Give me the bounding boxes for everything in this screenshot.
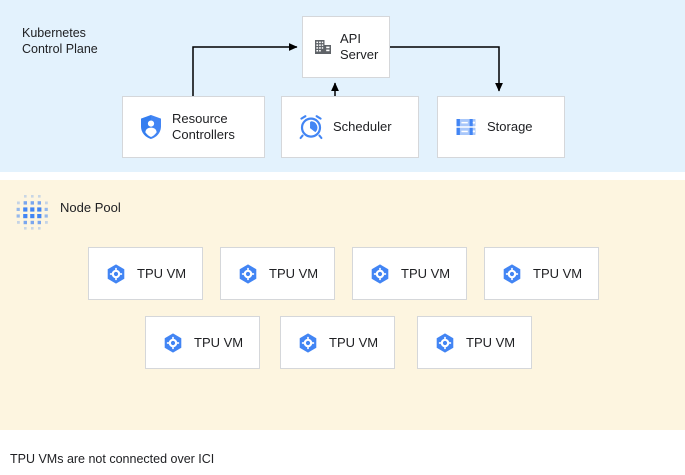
- storage-label: Storage: [487, 119, 533, 134]
- tpu-vm-box[interactable]: TPU VM: [220, 247, 335, 300]
- tpu-vm-box[interactable]: TPU VM: [145, 316, 260, 369]
- api-server-box[interactable]: API Server: [302, 16, 390, 78]
- hexagon-gear-icon: [107, 263, 125, 284]
- building-icon: [315, 40, 331, 54]
- hexagon-gear-icon: [503, 263, 521, 284]
- tpu-vm-box[interactable]: TPU VM: [88, 247, 203, 300]
- tpu-vm-label: TPU VM: [194, 335, 244, 350]
- tpu-vm-box[interactable]: TPU VM: [484, 247, 599, 300]
- hexagon-gear-icon: [299, 332, 317, 353]
- tpu-vm-box[interactable]: TPU VM: [417, 316, 532, 369]
- hexagon-gear-icon: [436, 332, 454, 353]
- resource-controllers-box[interactable]: Resource Controllers: [122, 96, 265, 158]
- scheduler-box[interactable]: Scheduler: [281, 96, 419, 158]
- dot-grid-icon: [16, 195, 48, 230]
- tpu-vm-label: TPU VM: [329, 335, 379, 350]
- resource-controllers-label: Resource Controllers: [172, 111, 235, 142]
- tpu-vm-box[interactable]: TPU VM: [280, 316, 395, 369]
- tpu-vm-box[interactable]: TPU VM: [352, 247, 467, 300]
- tpu-vm-label: TPU VM: [137, 266, 187, 281]
- hexagon-gear-icon: [239, 263, 257, 284]
- alarm-clock-icon: [299, 115, 323, 140]
- hexagon-gear-icon: [164, 332, 182, 353]
- tpu-vm-label: TPU VM: [401, 266, 451, 281]
- hexagon-gear-icon: [371, 263, 389, 284]
- node-pool-label: Node Pool: [60, 200, 121, 215]
- tpu-vm-label: TPU VM: [466, 335, 516, 350]
- node-pool-panel: [0, 180, 685, 430]
- control-plane-label: Kubernetes Control Plane: [22, 26, 98, 56]
- tpu-vm-label: TPU VM: [269, 266, 319, 281]
- diagram-caption: TPU VMs are not connected over ICI: [10, 452, 215, 466]
- server-rack-icon: [456, 119, 476, 135]
- storage-box[interactable]: Storage: [437, 96, 565, 158]
- scheduler-label: Scheduler: [333, 119, 392, 134]
- api-server-label: API Server: [340, 31, 379, 62]
- tpu-vm-label: TPU VM: [533, 266, 583, 281]
- shield-person-icon: [141, 115, 161, 139]
